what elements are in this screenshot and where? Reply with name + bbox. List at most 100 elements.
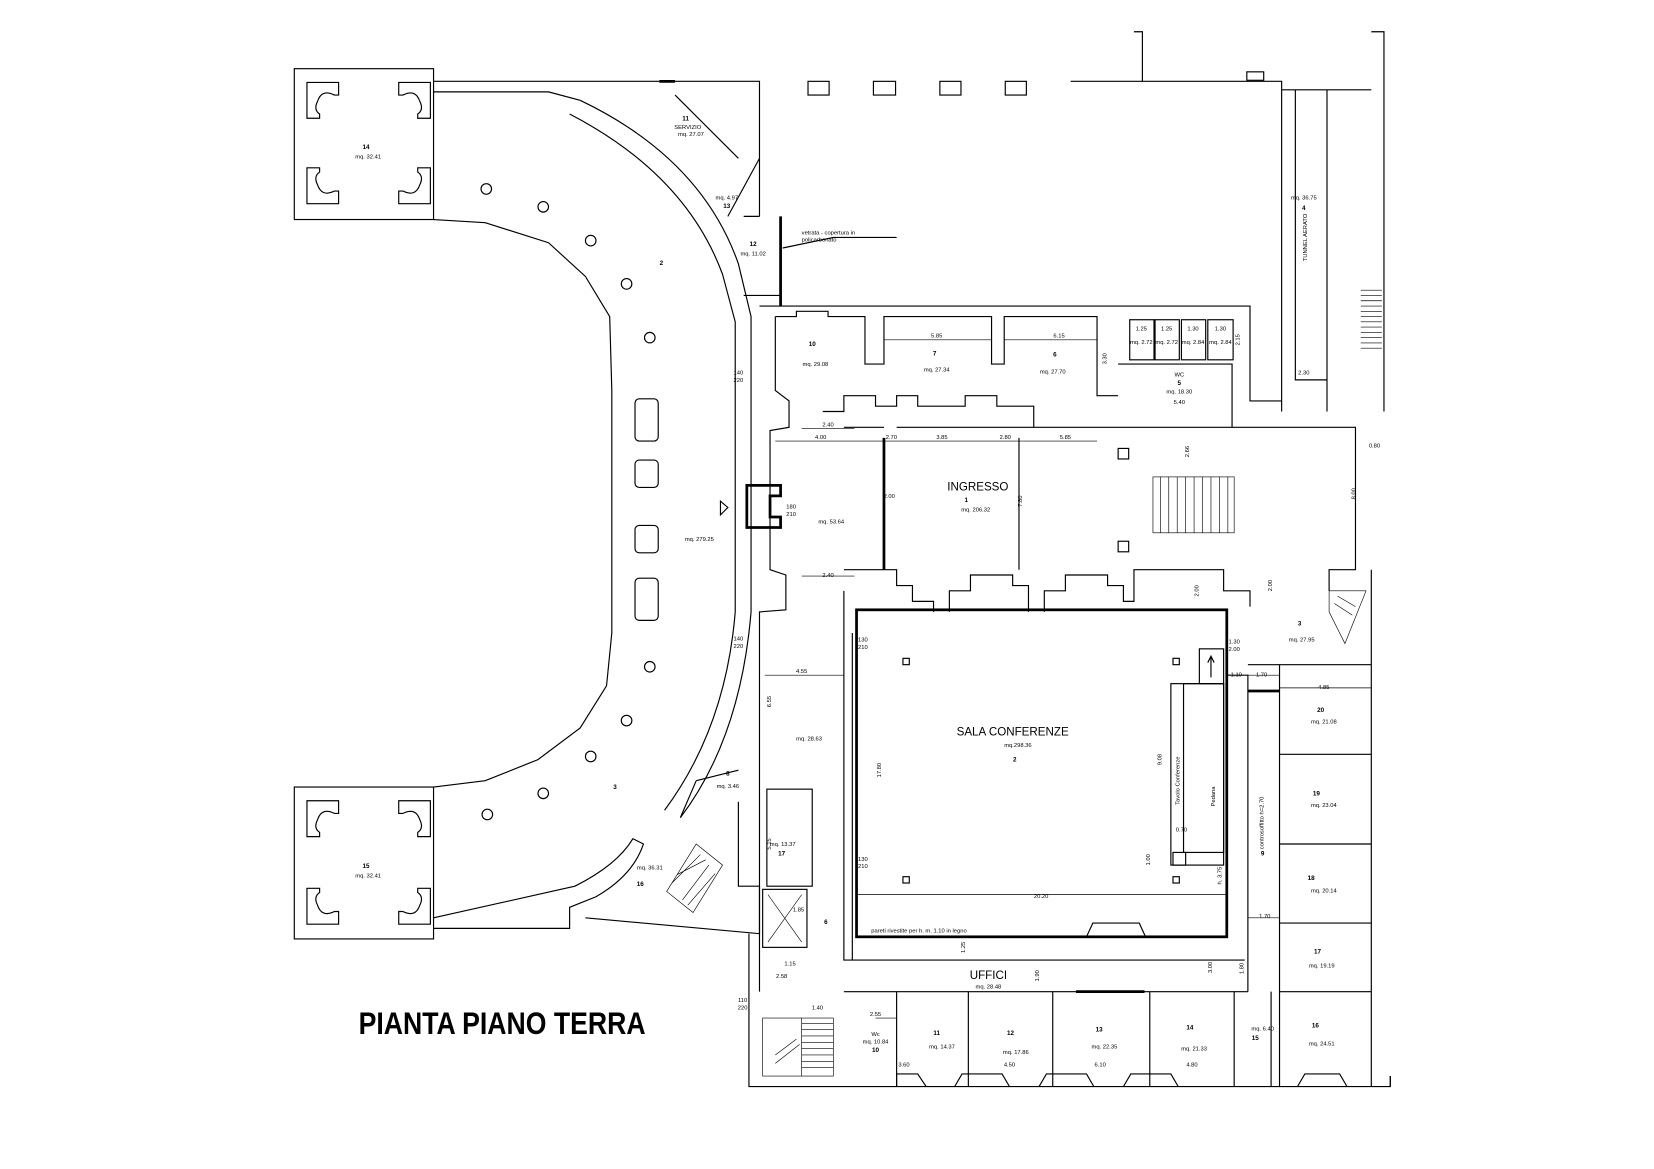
room-area: mq.298.36 [1004,743,1031,749]
dimension-label: 3.00 [1208,962,1214,973]
room-number: 11 [682,115,689,122]
column [1117,540,1130,553]
dimension-label: 2.70 [886,435,897,441]
dimension-label: 3.30 [1103,353,1109,364]
room-number: 12 [750,241,758,248]
sala-conferenze-room [855,608,1229,939]
corridor-label: controsoffitto h=2.70 [1260,797,1266,850]
room-area: mq. 18.30 [1166,390,1192,396]
tunnel-walls [807,31,1385,412]
note-vetrata: policarbonato [802,238,837,244]
table-label: Tavolo Conferenze [1175,757,1181,805]
dimension-label: 4.50 [1004,1063,1015,1069]
room-name: SERVIZIO [674,125,701,131]
pavilion-bottom [293,786,435,940]
room-area: mq. 36.31 [637,865,663,871]
dimension-label: h. 3.75 [1218,867,1224,885]
room-number: 14 [363,144,371,151]
dimension-label: 6.15 [1053,334,1064,340]
dimension-label: 6.10 [1095,1063,1106,1069]
room-name: UFFICI [970,969,1007,982]
dimension-label: 1.70 [1256,672,1267,678]
dimension-label: 5.15 [767,838,773,849]
room-area: mq. 3.46 [717,784,740,790]
entrance-arrow-icon [719,499,729,517]
room-number: 3 [1298,621,1302,628]
dimension-label: 4.55 [796,669,807,675]
room-number: 8 [726,770,730,777]
dimension-label: 5.40 [1174,400,1185,406]
room-number: 5 [1178,380,1182,387]
dimension-label: 4.00 [815,435,826,441]
room-number: 15 [1252,1035,1260,1042]
podium [1170,648,1225,866]
room-number: 7 [933,351,937,358]
door-width: 130 [858,857,868,863]
room-area: mq. 279.25 [685,537,714,543]
door-height: 220 [734,378,744,384]
dimension-label: 1.40 [812,1006,823,1012]
stage-label: Pedana [1211,786,1217,807]
room-name: INGRESSO [947,481,1008,494]
door-height: 210 [858,864,868,870]
door-height: 210 [786,512,796,518]
small-wc-cubicles [1118,319,1234,428]
dimension-label: 2.40 [822,573,833,579]
sala-columns [902,657,1180,884]
door-width: 140 [734,371,744,377]
staircase-right [1328,590,1367,645]
room-number: 1 [964,497,968,504]
dimension-label: 4.85 [1318,685,1329,691]
dimension-label: 5.85 [1060,435,1071,441]
room-area: mq. 53.64 [818,519,845,525]
staircase-bottom [762,1017,834,1077]
dimension-label: 2.40 [822,422,833,428]
room-number: 3 [613,784,617,791]
door-height: 210 [858,645,868,651]
dimension-label: 3.85 [936,435,947,441]
dimension-label: 1.25 [1136,326,1147,332]
room-number: 17 [1314,949,1322,956]
dimension-label: 1.30 [1215,326,1226,332]
room-number: 10 [809,341,817,348]
room-number: 19 [1313,790,1321,797]
room-area: mq. 21.33 [1181,1047,1207,1053]
room-number: 4 [1302,205,1306,212]
door-height: 220 [734,644,744,650]
dimension-label: 9.08 [1157,754,1163,765]
room-area: mq. 2.84 [1209,340,1232,346]
room-number: 11 [933,1030,940,1037]
room-number: 16 [637,881,645,888]
room-name: WC [1174,373,1184,379]
room-number: 13 [1096,1027,1104,1034]
room-area: mq. 28.63 [796,737,822,743]
note-leader-line [782,236,897,249]
room-area: mq. 17.86 [1003,1050,1029,1056]
room-area: mq. 6.40 [1251,1027,1274,1033]
door-width: 130 [858,637,868,643]
dimension-label: 1.30 [1187,326,1198,332]
plan-title: PIANTA PIANO TERRA [359,1005,646,1041]
dimension-label: 1.80 [1240,963,1246,974]
dimension-label: 20.20 [1034,894,1049,900]
door-width: 180 [786,505,796,511]
door-width: 1.30 [1229,640,1240,646]
dimension-label: 1.70 [1259,914,1270,920]
room-area: mq. 28.48 [976,985,1002,991]
elevator [762,888,808,948]
room-name: Wc [871,1032,879,1038]
room-name: TUNNEL AERATO [1303,213,1309,261]
dimension-label: 3.60 [898,1063,909,1069]
room-area: mq. 24.51 [1309,1041,1335,1047]
door-width: 140 [734,636,744,642]
dimension-label: 6.55 [767,696,773,707]
room-number: 17 [778,851,786,858]
dimension-label: 1.10 [1231,672,1242,678]
room-area: mq. 23.04 [1311,803,1338,809]
door-height: 2.00 [1229,647,1240,653]
room-area: mq. 10.84 [863,1039,890,1045]
dimension-label: 1.25 [961,942,967,953]
room-area: mq. 27.07 [678,132,704,138]
room-area: mq. 4.97 [716,195,739,201]
arcade-columns [480,183,659,821]
